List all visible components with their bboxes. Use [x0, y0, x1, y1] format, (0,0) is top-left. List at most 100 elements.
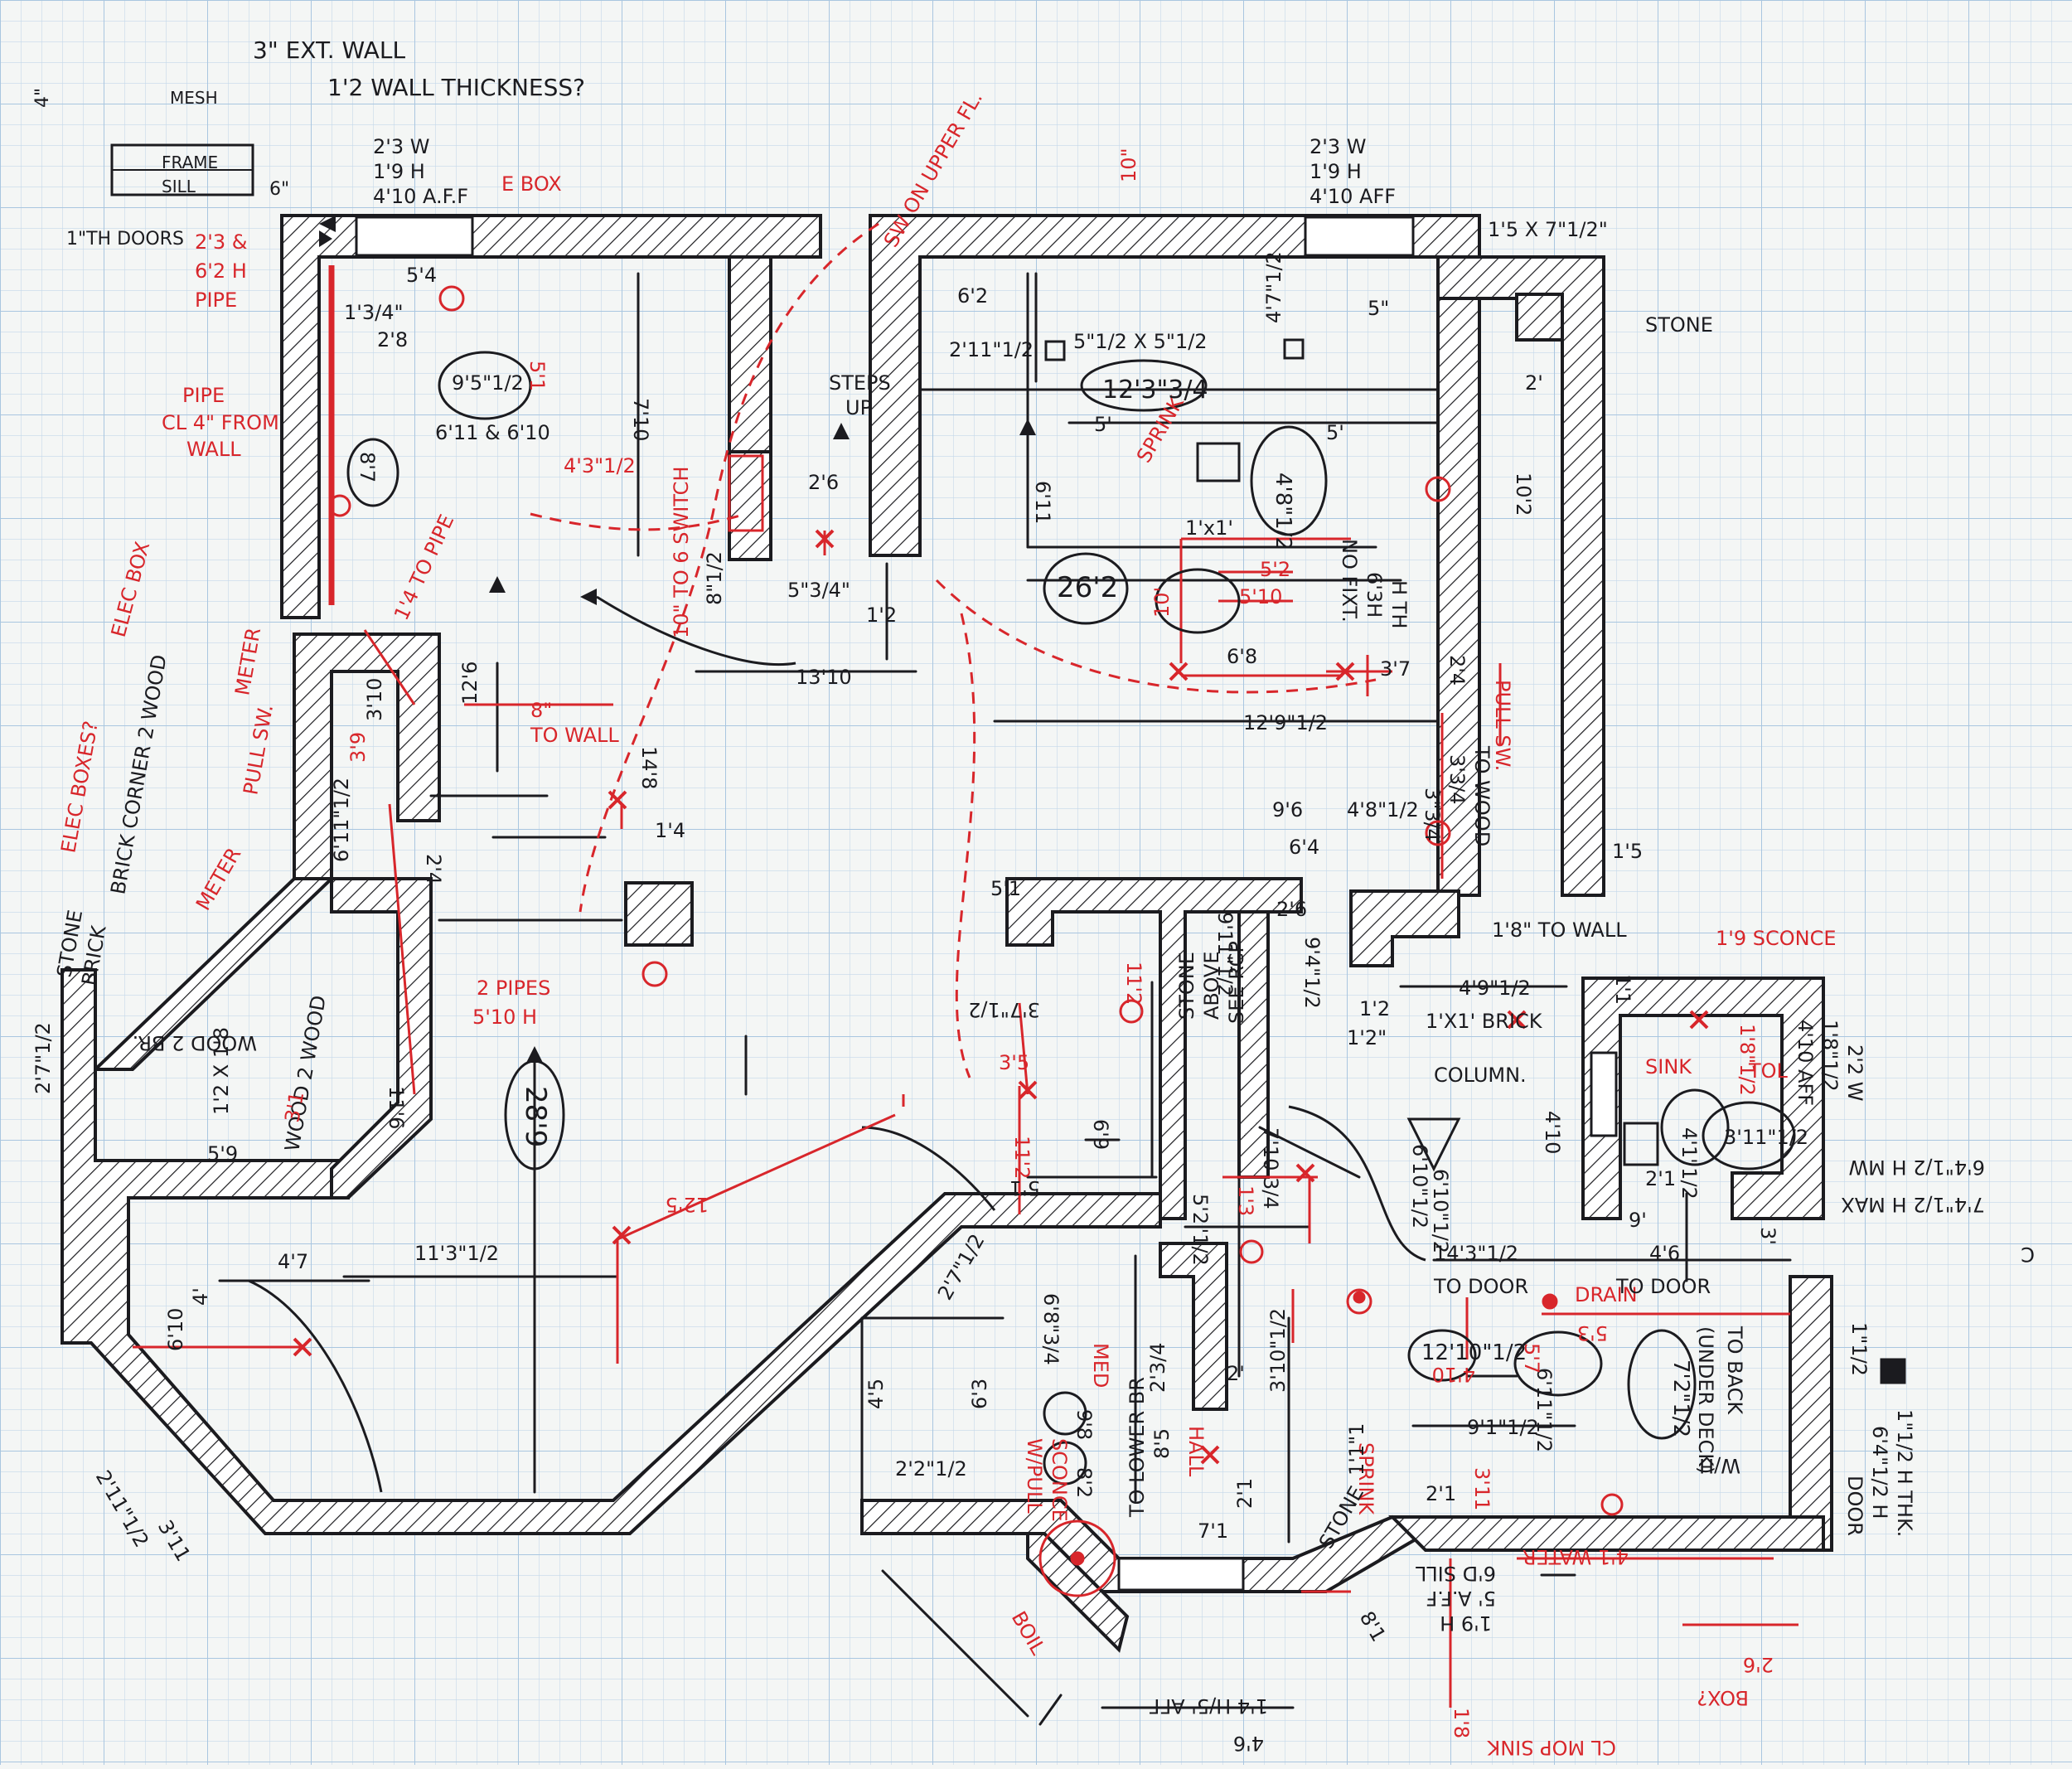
window-left-height: 1'9 H — [373, 160, 425, 183]
dimension-texts: 5'4 1'3/4" 2'8 9'5"1/2 6'11 & 6'10 5'1 8… — [31, 148, 1871, 1755]
sprink2-label: SPRINK — [1354, 1442, 1377, 1515]
brick-column-1: 1'X1' BRICK — [1426, 1010, 1543, 1033]
dim-11-3-half: 11'3"1/2 — [414, 1242, 499, 1265]
pillar-top — [728, 450, 772, 561]
arrow-left-1 — [580, 589, 597, 605]
dim-3-7-half: 3'7"1/2 — [968, 998, 1040, 1021]
to-lower-br-label: TO LOWER BR — [1126, 1377, 1149, 1518]
to-back-2: (UNDER DECK) — [1694, 1326, 1717, 1474]
dim-3-1: 3'1 — [280, 1090, 308, 1124]
dim-6-8: 6'8 — [1227, 645, 1257, 668]
pipe-top-1: 2'3 & — [195, 230, 247, 254]
dim-9-5-half: 9'5"1/2 — [452, 371, 524, 395]
arrow-6-11-up — [1019, 419, 1036, 435]
arrow-steps-up — [833, 423, 850, 439]
to-wood-1: 3'3/4 — [1445, 754, 1469, 805]
to-door-right-2: TO DOOR — [1615, 1275, 1711, 1298]
wall-column-right — [1349, 889, 1460, 967]
dim-2-8: 2'8 — [377, 328, 408, 351]
wall-detail-dim-side: 6" — [269, 179, 289, 200]
dim-6-11-half: 6'11"1/2 — [330, 778, 353, 862]
sill-height-2: 5' A.F.F — [1426, 1587, 1496, 1610]
med-label: MED — [1089, 1343, 1112, 1388]
dim-12-6: 12'6 — [458, 662, 482, 705]
dim-9-4-half: 9'4"1/2 — [1300, 937, 1324, 1009]
wall-lower-left — [61, 968, 1162, 1535]
dim-2: 2' — [1525, 371, 1543, 395]
wall-detail-dim-top: 4" — [32, 88, 53, 108]
window-right-aff: 4'10 AFF — [1310, 185, 1396, 208]
dim-5-2: 5'2 — [1260, 558, 1290, 581]
pipe-top-3: PIPE — [195, 288, 237, 312]
wall-right-inner — [1436, 297, 1481, 897]
dim-2-4b: 2'4 — [1445, 655, 1469, 686]
wall-detail: 3" EXT. WALL 1'2 WALL THICKNESS? MESH FR… — [32, 36, 585, 250]
dim-11-2b: 11'2 — [1010, 1136, 1034, 1179]
two-pipes-1: 2 PIPES — [477, 977, 550, 1000]
dim-9-1-half: 9'1"1/2 — [1467, 1416, 1539, 1439]
dim-6-11-half-b: 6'11"1/2 — [1532, 1368, 1556, 1452]
red-x-marks — [293, 529, 1709, 1465]
stone-above-2: ABOVE — [1200, 951, 1223, 1020]
dim-7-2-half: 7'2"1/2 — [1668, 1359, 1693, 1437]
dim-1-2: 1'2 — [866, 603, 897, 627]
dim-10-2: 10'2 — [1512, 473, 1535, 516]
dim-6-10-half: 6'10"1/2 — [1429, 1169, 1452, 1253]
room-right-2: 1'8"1/2 — [1818, 1020, 1842, 1092]
steps-up-1: STEPS — [829, 371, 891, 395]
pipe-cl-1: PIPE — [182, 384, 225, 407]
dim-2-2-half: 2'2"1/2 — [895, 1457, 967, 1481]
dim-12-3-3-4: 12'3"3/4 — [1102, 376, 1208, 405]
to-back-1: TO BACK — [1723, 1326, 1746, 1415]
wall-detail-frame: FRAME — [162, 153, 218, 172]
aff-bottom-label: 1'4 H/5' AFF — [1149, 1694, 1268, 1718]
door-swings — [530, 222, 1377, 1078]
window-right-height: 1'9 H — [1310, 160, 1362, 183]
dim-4-8-half-b: 4'8"1/2 — [1347, 798, 1419, 821]
dim-3-11: 3'11 — [1470, 1467, 1493, 1510]
dim-1-5-x-7-half: 1'5 X 7"1/2" — [1488, 218, 1608, 241]
dim-3-3-4: 3"3/4 — [1421, 788, 1444, 841]
dim-3: 3' — [1756, 1227, 1779, 1245]
to-door-left-red: 5'3 — [1577, 1321, 1608, 1345]
wall-detail-title: 3" EXT. WALL — [253, 36, 405, 64]
water-label: 4'1 WATER — [1523, 1545, 1629, 1568]
dim-4-8-half: 4'8"1/2 — [1271, 473, 1295, 550]
dim-2-3-4: 2'3/4 — [1146, 1343, 1169, 1393]
ebox-label: E BOX — [501, 172, 562, 196]
door-note-3: 1"1/2 H THK. — [1893, 1409, 1916, 1537]
dim-5-4: 5'4 — [406, 264, 437, 287]
arrow-12-6-up — [489, 576, 506, 593]
room-right-3: 4'10 AFF — [1794, 1020, 1817, 1106]
dim-3-5: 3'5 — [999, 1051, 1029, 1074]
dim-9-8: 9'8 — [1072, 1409, 1096, 1440]
two-pipes-2: 5'10 H — [472, 1006, 537, 1029]
pipe-top-2: 6'2 H — [195, 259, 247, 283]
dim-7-10: 7'10 — [629, 398, 652, 441]
steps-up-2: UP — [845, 396, 872, 419]
hall-label: HALL — [1184, 1426, 1208, 1477]
dim-1-8-b: 1'8 — [1450, 1708, 1473, 1738]
dim-6-11: 6'11 — [1031, 481, 1054, 524]
dim-5-7: 5'7 — [1520, 1343, 1543, 1374]
wall-central-top — [1005, 877, 1303, 1220]
dim-2-7-half: 2'7"1/2 — [31, 1022, 55, 1094]
dim-4-10-b: 4'10 — [1432, 1363, 1475, 1386]
window-top-right — [1304, 216, 1415, 257]
dim-2-4: 2'4 — [422, 854, 445, 884]
dim-12-9-half: 12'9"1/2 — [1243, 711, 1328, 734]
window-top-left — [355, 216, 474, 257]
wall-detail-sill: SILL — [162, 177, 196, 196]
dim-5-1: 5'1 — [525, 361, 549, 391]
dim-4-5: 4'5 — [864, 1379, 888, 1409]
dim-5-1c: 5'1 — [1009, 1176, 1040, 1200]
window-left-aff: 4'10 A.F.F — [373, 185, 468, 208]
dim-4-3-half: 4'3"1/2 — [564, 454, 636, 477]
dim-2b: 2' — [1227, 1362, 1245, 1385]
dim-4-1-half: 4'1"1/2 — [1677, 1127, 1701, 1200]
stone-above-1: STONE — [1175, 952, 1198, 1020]
dim-28-9: 28'9 — [519, 1086, 552, 1147]
dim-1-3-4: 1'3/4" — [344, 301, 404, 324]
dim-5b: 5' — [1326, 421, 1344, 444]
